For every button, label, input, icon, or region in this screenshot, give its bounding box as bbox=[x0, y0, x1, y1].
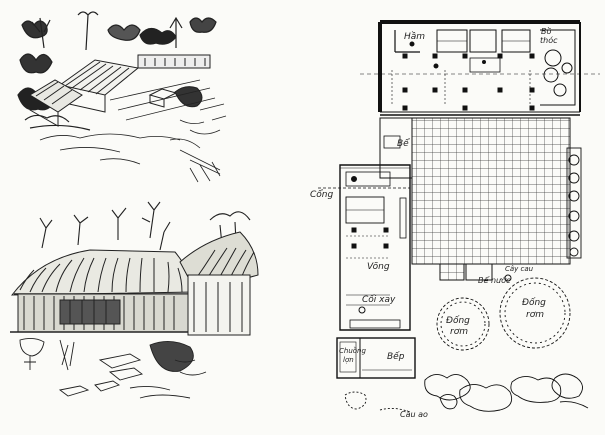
label-vong: Võng bbox=[367, 262, 390, 272]
label-coi-xay: Cối xay bbox=[362, 294, 396, 305]
label-chuong-lon-2: lợn bbox=[343, 356, 354, 364]
label-be-nuoc: Bể nước bbox=[478, 275, 511, 285]
label-cay-cau: Cây cau bbox=[505, 265, 534, 273]
label-chuong-lon-1: Chuồng bbox=[339, 347, 366, 355]
water-tank bbox=[412, 263, 512, 282]
house-columns bbox=[402, 53, 535, 111]
straw-stacks bbox=[436, 277, 571, 351]
sketches-panel bbox=[10, 11, 259, 399]
thatched-house-sketch bbox=[10, 201, 259, 399]
pond-edge-bushes bbox=[344, 373, 589, 413]
label-ham: Hầm bbox=[404, 31, 425, 42]
foreground bbox=[19, 337, 207, 399]
right-side-trees bbox=[566, 147, 582, 259]
gate-wing bbox=[318, 164, 411, 331]
aerial-village-sketch bbox=[17, 11, 227, 183]
kitchen-block bbox=[336, 337, 416, 379]
brick-courtyard bbox=[411, 117, 571, 265]
veranda bbox=[379, 117, 413, 179]
label-dong-rom-1a: Đống bbox=[446, 315, 470, 326]
plan-labels: Hầm Bồ thóc Bể Cổng Võng Cối xay Bể nước… bbox=[310, 26, 558, 419]
aerial-roofs bbox=[29, 54, 211, 127]
label-dong-rom-2b: rơm bbox=[526, 310, 544, 320]
label-be: Bể bbox=[397, 138, 410, 149]
label-cong: Cổng bbox=[310, 189, 333, 200]
label-bo-thoc-1: Bồ bbox=[541, 26, 551, 36]
main-house bbox=[360, 20, 600, 116]
label-bo-thoc-2: thóc bbox=[540, 35, 558, 45]
label-bep: Bếp bbox=[387, 351, 405, 362]
label-dong-rom-2a: Đống bbox=[522, 297, 546, 308]
label-dong-rom-1b: rơm bbox=[450, 327, 468, 337]
label-cau-ao: Cầu ao bbox=[400, 409, 428, 419]
bare-trees bbox=[39, 201, 251, 266]
aerial-ground bbox=[39, 79, 227, 183]
house-body bbox=[10, 274, 251, 336]
